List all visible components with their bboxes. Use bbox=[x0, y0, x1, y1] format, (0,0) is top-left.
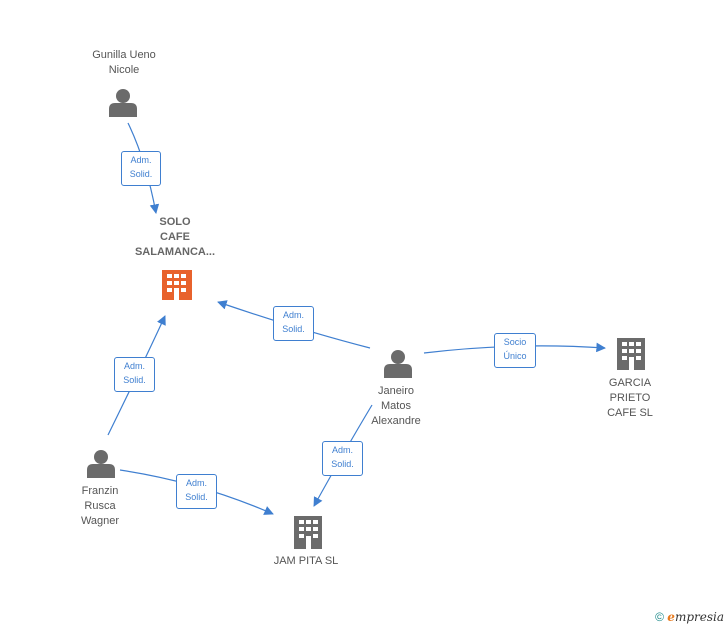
edge-badge-franzin-solo[interactable]: Adm. Solid. bbox=[114, 357, 155, 392]
node-label-franzin[interactable]: Franzin Rusca Wagner bbox=[80, 485, 120, 527]
node-label-solo[interactable]: SOLO CAFE SALAMANCA... bbox=[134, 216, 216, 258]
edge-badge-janeiro-solo[interactable]: Adm. Solid. bbox=[273, 306, 314, 341]
person-icon-gunilla[interactable] bbox=[109, 89, 137, 117]
building-icon-garcia[interactable] bbox=[617, 338, 645, 370]
node-label-garcia[interactable]: GARCIA PRIETO CAFE SL bbox=[607, 377, 653, 419]
node-label-gunilla[interactable]: Gunilla Ueno Nicole bbox=[92, 49, 156, 76]
edge-badge-gunilla-solo[interactable]: Adm. Solid. bbox=[121, 151, 161, 186]
copyright-symbol: © bbox=[655, 610, 664, 624]
edge-badge-franzin-jampita[interactable]: Adm. Solid. bbox=[176, 474, 217, 509]
person-icon-janeiro[interactable] bbox=[384, 350, 412, 378]
node-label-janeiro[interactable]: Janeiro Matos Alexandre bbox=[371, 385, 421, 427]
person-icon-franzin[interactable] bbox=[87, 450, 115, 478]
edge-badge-janeiro-jampita[interactable]: Adm. Solid. bbox=[322, 441, 363, 476]
edge-badge-janeiro-garcia[interactable]: Socio Único bbox=[494, 333, 536, 368]
empresia-logo: empresia bbox=[667, 610, 724, 624]
empresia-watermark: © empresia bbox=[655, 610, 724, 624]
building-icon-jampita[interactable] bbox=[294, 516, 322, 549]
node-label-jampita[interactable]: JAM PITA SL bbox=[273, 555, 339, 567]
building-icon-solo[interactable] bbox=[162, 270, 192, 300]
